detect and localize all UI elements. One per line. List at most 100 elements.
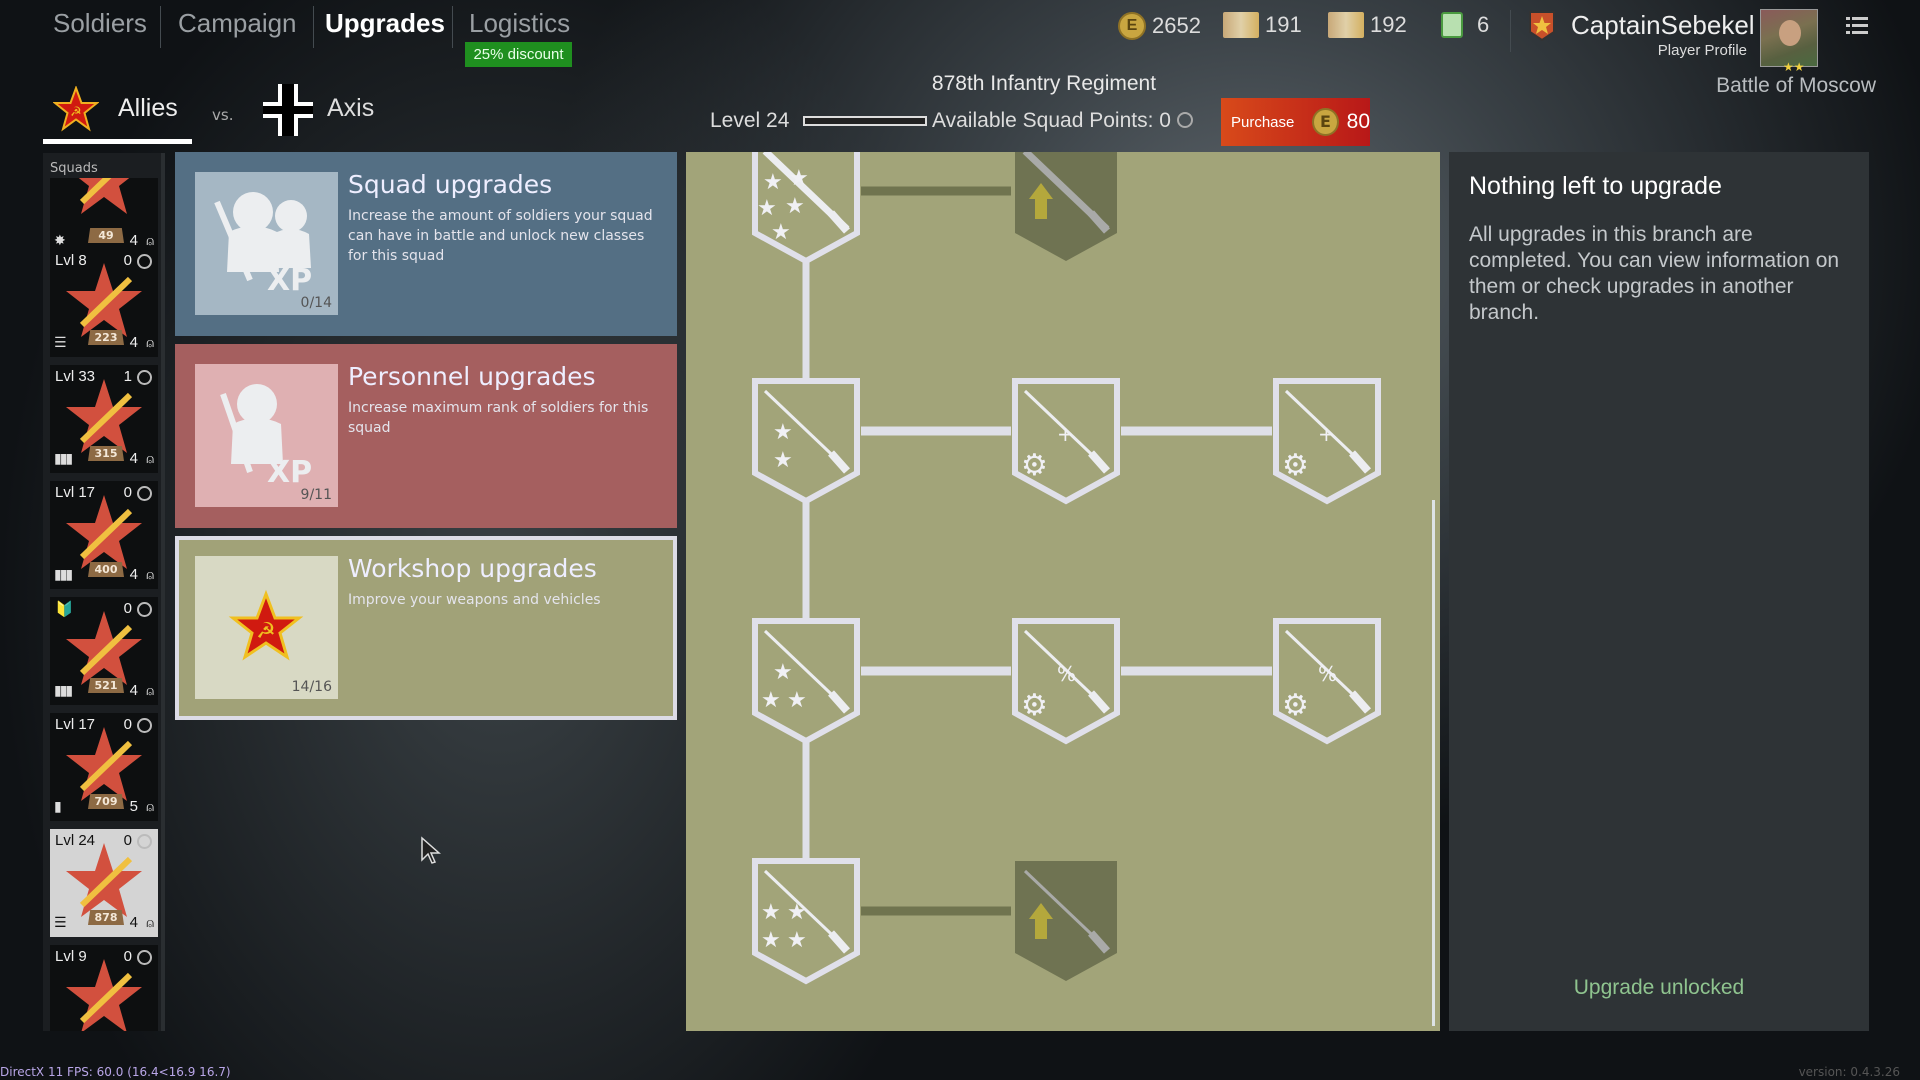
squad-point-icon xyxy=(137,718,152,733)
squad-points: 1 xyxy=(123,368,132,385)
upgrade-node-rifle-gear-percent[interactable]: ⚙% xyxy=(1012,618,1120,745)
info-title: Nothing left to upgrade xyxy=(1469,172,1722,200)
svg-text:☭: ☭ xyxy=(70,105,82,120)
avatar[interactable]: ★★ xyxy=(1760,9,1818,74)
weapon-stock-icon xyxy=(828,210,850,234)
tab-soldiers[interactable]: Soldiers xyxy=(53,8,147,38)
upgrade-node-smg-upgrade[interactable] xyxy=(1015,152,1117,261)
soldier-card-icon xyxy=(1328,12,1364,38)
upgrade-node-rifle-stars-2[interactable]: ★★ xyxy=(752,378,860,505)
star-icon: ★ xyxy=(761,900,781,925)
discount-badge: 25% discount xyxy=(465,42,572,67)
percent-icon: % xyxy=(1318,662,1337,686)
squad-soldier-count: 4 xyxy=(129,682,138,699)
upgrade-node-rifle-gear-plus[interactable]: ⚙+ xyxy=(1273,378,1381,505)
upgrade-category-workshop[interactable]: ☭14/16 Workshop upgrades Improve your we… xyxy=(175,536,677,720)
ammo-icon: ▮▮▮ xyxy=(54,451,73,467)
divider xyxy=(1510,10,1511,52)
star-icon: ★ xyxy=(761,928,781,953)
upgrade-node-rifle-gear-percent[interactable]: ⚙% xyxy=(1273,618,1381,745)
soldier-xp-icon: XP xyxy=(220,384,312,490)
squad-emblem-icon xyxy=(66,959,142,1031)
node-shield xyxy=(1015,152,1117,261)
upgrade-node-rifle-upgrade[interactable] xyxy=(1015,861,1117,981)
boosters-counter[interactable]: 6 xyxy=(1441,12,1489,38)
purchase-price: 80 xyxy=(1346,110,1370,133)
squads-scrollbar[interactable] xyxy=(161,153,165,1031)
list-icon: ☰ xyxy=(54,335,67,351)
ammo-icon: ▮▮▮ xyxy=(54,567,73,583)
weapon-stock-icon xyxy=(1349,690,1371,714)
category-description: Increase the amount of soldiers your squ… xyxy=(348,208,653,264)
gear-icon: ⚙ xyxy=(1021,448,1048,483)
player-name[interactable]: CaptainSebekel xyxy=(1571,10,1755,40)
axis-tab[interactable]: Axis xyxy=(263,84,374,136)
weapon-stock-icon xyxy=(828,450,850,474)
weapon-stock-icon xyxy=(1088,210,1110,234)
squad-count: 709 xyxy=(88,794,124,809)
node-shield xyxy=(752,152,860,265)
upgrade-tree: ★★★★★★★⚙+⚙+★★★⚙%⚙%★★★★ xyxy=(686,152,1440,1031)
svg-text:☭: ☭ xyxy=(256,619,276,644)
weapon-cards-counter[interactable]: 191 xyxy=(1223,12,1302,38)
upgrade-node-rifle-gear-plus[interactable]: ⚙+ xyxy=(1012,378,1120,505)
soldier-icon: ⍝ xyxy=(146,233,154,248)
star-icon: ★ xyxy=(773,448,793,473)
list-icon: ☰ xyxy=(54,915,67,931)
menu-icon[interactable] xyxy=(1846,16,1868,36)
purchase-button[interactable]: Purchase E 80 xyxy=(1221,98,1370,146)
soviet-star-icon: ☭ xyxy=(53,86,99,132)
category-progress: 0/14 xyxy=(300,295,332,311)
percent-icon: % xyxy=(1057,662,1076,686)
upgrade-node-smg-stars-5[interactable]: ★★★★★ xyxy=(752,152,860,265)
tab-upgrades[interactable]: Upgrades xyxy=(325,8,445,38)
soldier-icon: ⍝ xyxy=(146,451,154,466)
soviet-star-icon: ☭ xyxy=(228,589,304,661)
star-icon: ★ xyxy=(787,900,807,925)
squad-point-icon xyxy=(137,370,152,385)
svg-text:XP: XP xyxy=(267,263,312,298)
level-progress-bar xyxy=(803,116,927,126)
soldier-cards-counter[interactable]: 192 xyxy=(1328,12,1407,38)
gold-coin-icon: E xyxy=(1312,108,1339,136)
tab-campaign[interactable]: Campaign xyxy=(178,8,297,38)
weapon-stock-icon xyxy=(1088,450,1110,474)
node-shield xyxy=(1273,618,1381,745)
rank-up-arrow-icon xyxy=(1029,903,1053,939)
squad-emblem-icon xyxy=(66,727,142,801)
star-icon: ★ xyxy=(785,194,805,219)
star-icon: ★ xyxy=(787,688,807,713)
weapon-stock-icon xyxy=(1349,450,1371,474)
upgrade-info-panel: Nothing left to upgrade All upgrades in … xyxy=(1449,152,1869,1031)
squad-card[interactable]: 49✸4⍝ xyxy=(50,178,158,255)
category-progress: 9/11 xyxy=(300,487,332,503)
weapon-stock-icon xyxy=(828,930,850,954)
star-icon: ★ xyxy=(773,420,793,445)
divider xyxy=(313,6,314,48)
player-profile-link[interactable]: Player Profile xyxy=(1657,42,1747,59)
squad-points: 0 xyxy=(123,832,132,849)
upgrade-node-rifle-stars-3[interactable]: ★★★ xyxy=(752,618,860,745)
squad-emblem-icon xyxy=(66,611,142,685)
star-icon: ★ xyxy=(763,170,783,195)
allies-tab[interactable]: ☭ Allies xyxy=(43,84,192,144)
balkenkreuz-icon xyxy=(263,84,313,136)
tab-logistics[interactable]: Logistics xyxy=(469,8,571,38)
upgrade-node-rifle-stars-4[interactable]: ★★★★ xyxy=(752,858,860,985)
rank-up-arrow-icon xyxy=(1029,183,1053,219)
category-progress: 14/16 xyxy=(291,679,332,695)
tree-scrollbar[interactable] xyxy=(1432,500,1435,1026)
category-title: Workshop upgrades xyxy=(348,554,597,583)
regiment-level: Level 24 xyxy=(710,109,790,132)
